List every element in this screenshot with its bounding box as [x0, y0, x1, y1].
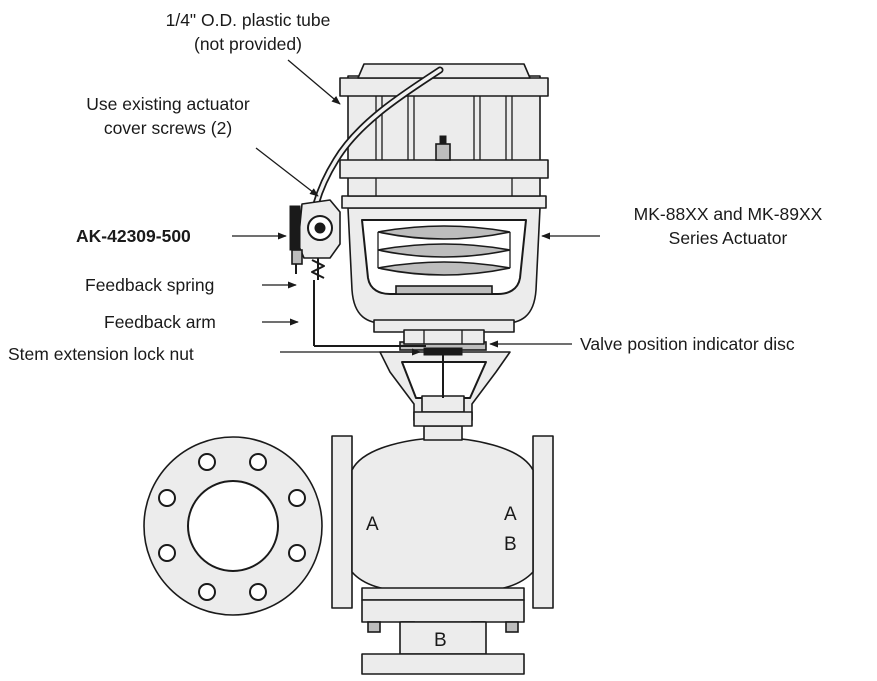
bottom-bolt — [367, 621, 381, 633]
feedback-assembly — [289, 199, 426, 347]
bolt-hole — [249, 453, 267, 471]
bonnet-base — [413, 411, 473, 427]
left-flange — [331, 435, 353, 609]
bolt-hole — [249, 583, 267, 601]
lock-nut-label: Stem extension lock nut — [8, 344, 194, 364]
bottom-port-flange — [361, 653, 525, 675]
stem-connector — [421, 395, 465, 413]
actuator-label-line1: MK-88XX and MK-89XX — [634, 204, 823, 224]
housing-cap-band — [339, 77, 549, 97]
center-boss — [435, 143, 451, 161]
flange-end-view — [143, 436, 323, 616]
actuator — [339, 63, 549, 345]
feedback-spring-label: Feedback spring — [85, 275, 214, 295]
actuator-spring — [377, 225, 511, 276]
right-flange — [532, 435, 554, 609]
port-label-bottom: B — [434, 630, 447, 651]
feedback-spring-part — [311, 259, 325, 279]
flange-bore — [187, 480, 279, 572]
port-label-left: A — [366, 514, 379, 535]
center-screw — [439, 135, 447, 145]
bottom-flange-top — [361, 587, 525, 601]
housing-flange-lower — [341, 195, 547, 209]
bottom-flange — [361, 599, 525, 623]
bolt-holes — [158, 453, 306, 601]
bottom-bolt — [505, 621, 519, 633]
bolt-hole — [198, 453, 216, 471]
housing-mid-band — [339, 159, 549, 179]
part-number-label: AK-42309-500 — [76, 226, 191, 246]
tube-arrow — [287, 59, 341, 105]
actuator-label-line2: Series Actuator — [669, 228, 788, 248]
indicator-disc-label: Valve position indicator disc — [580, 334, 795, 354]
port-label-right-bottom: B — [504, 534, 517, 555]
bolt-hole — [198, 583, 216, 601]
feedback-arm-label: Feedback arm — [104, 312, 216, 332]
body-neck — [423, 425, 463, 441]
positioner-bracket — [289, 205, 301, 251]
lock-nut — [423, 347, 463, 356]
bolt-hole — [288, 489, 306, 507]
positioner-fitting — [291, 249, 303, 265]
tube-label-line1: 1/4" O.D. plastic tube — [166, 10, 331, 30]
spring-seat — [395, 285, 493, 295]
screws-label-line2: cover screws (2) — [104, 118, 232, 138]
screws-label-line1: Use existing actuator — [86, 94, 250, 114]
adaptor-hub — [403, 329, 485, 345]
housing-top — [357, 63, 531, 79]
housing-ribs — [375, 96, 513, 196]
bolt-hole — [158, 489, 176, 507]
valve-body — [331, 425, 554, 675]
screws-arrow — [255, 147, 319, 197]
tube-label-line2: (not provided) — [194, 34, 302, 54]
bolt-hole — [158, 544, 176, 562]
port-label-right-top: A — [504, 504, 517, 525]
bonnet-yoke — [379, 300, 511, 427]
bolt-hole — [288, 544, 306, 562]
